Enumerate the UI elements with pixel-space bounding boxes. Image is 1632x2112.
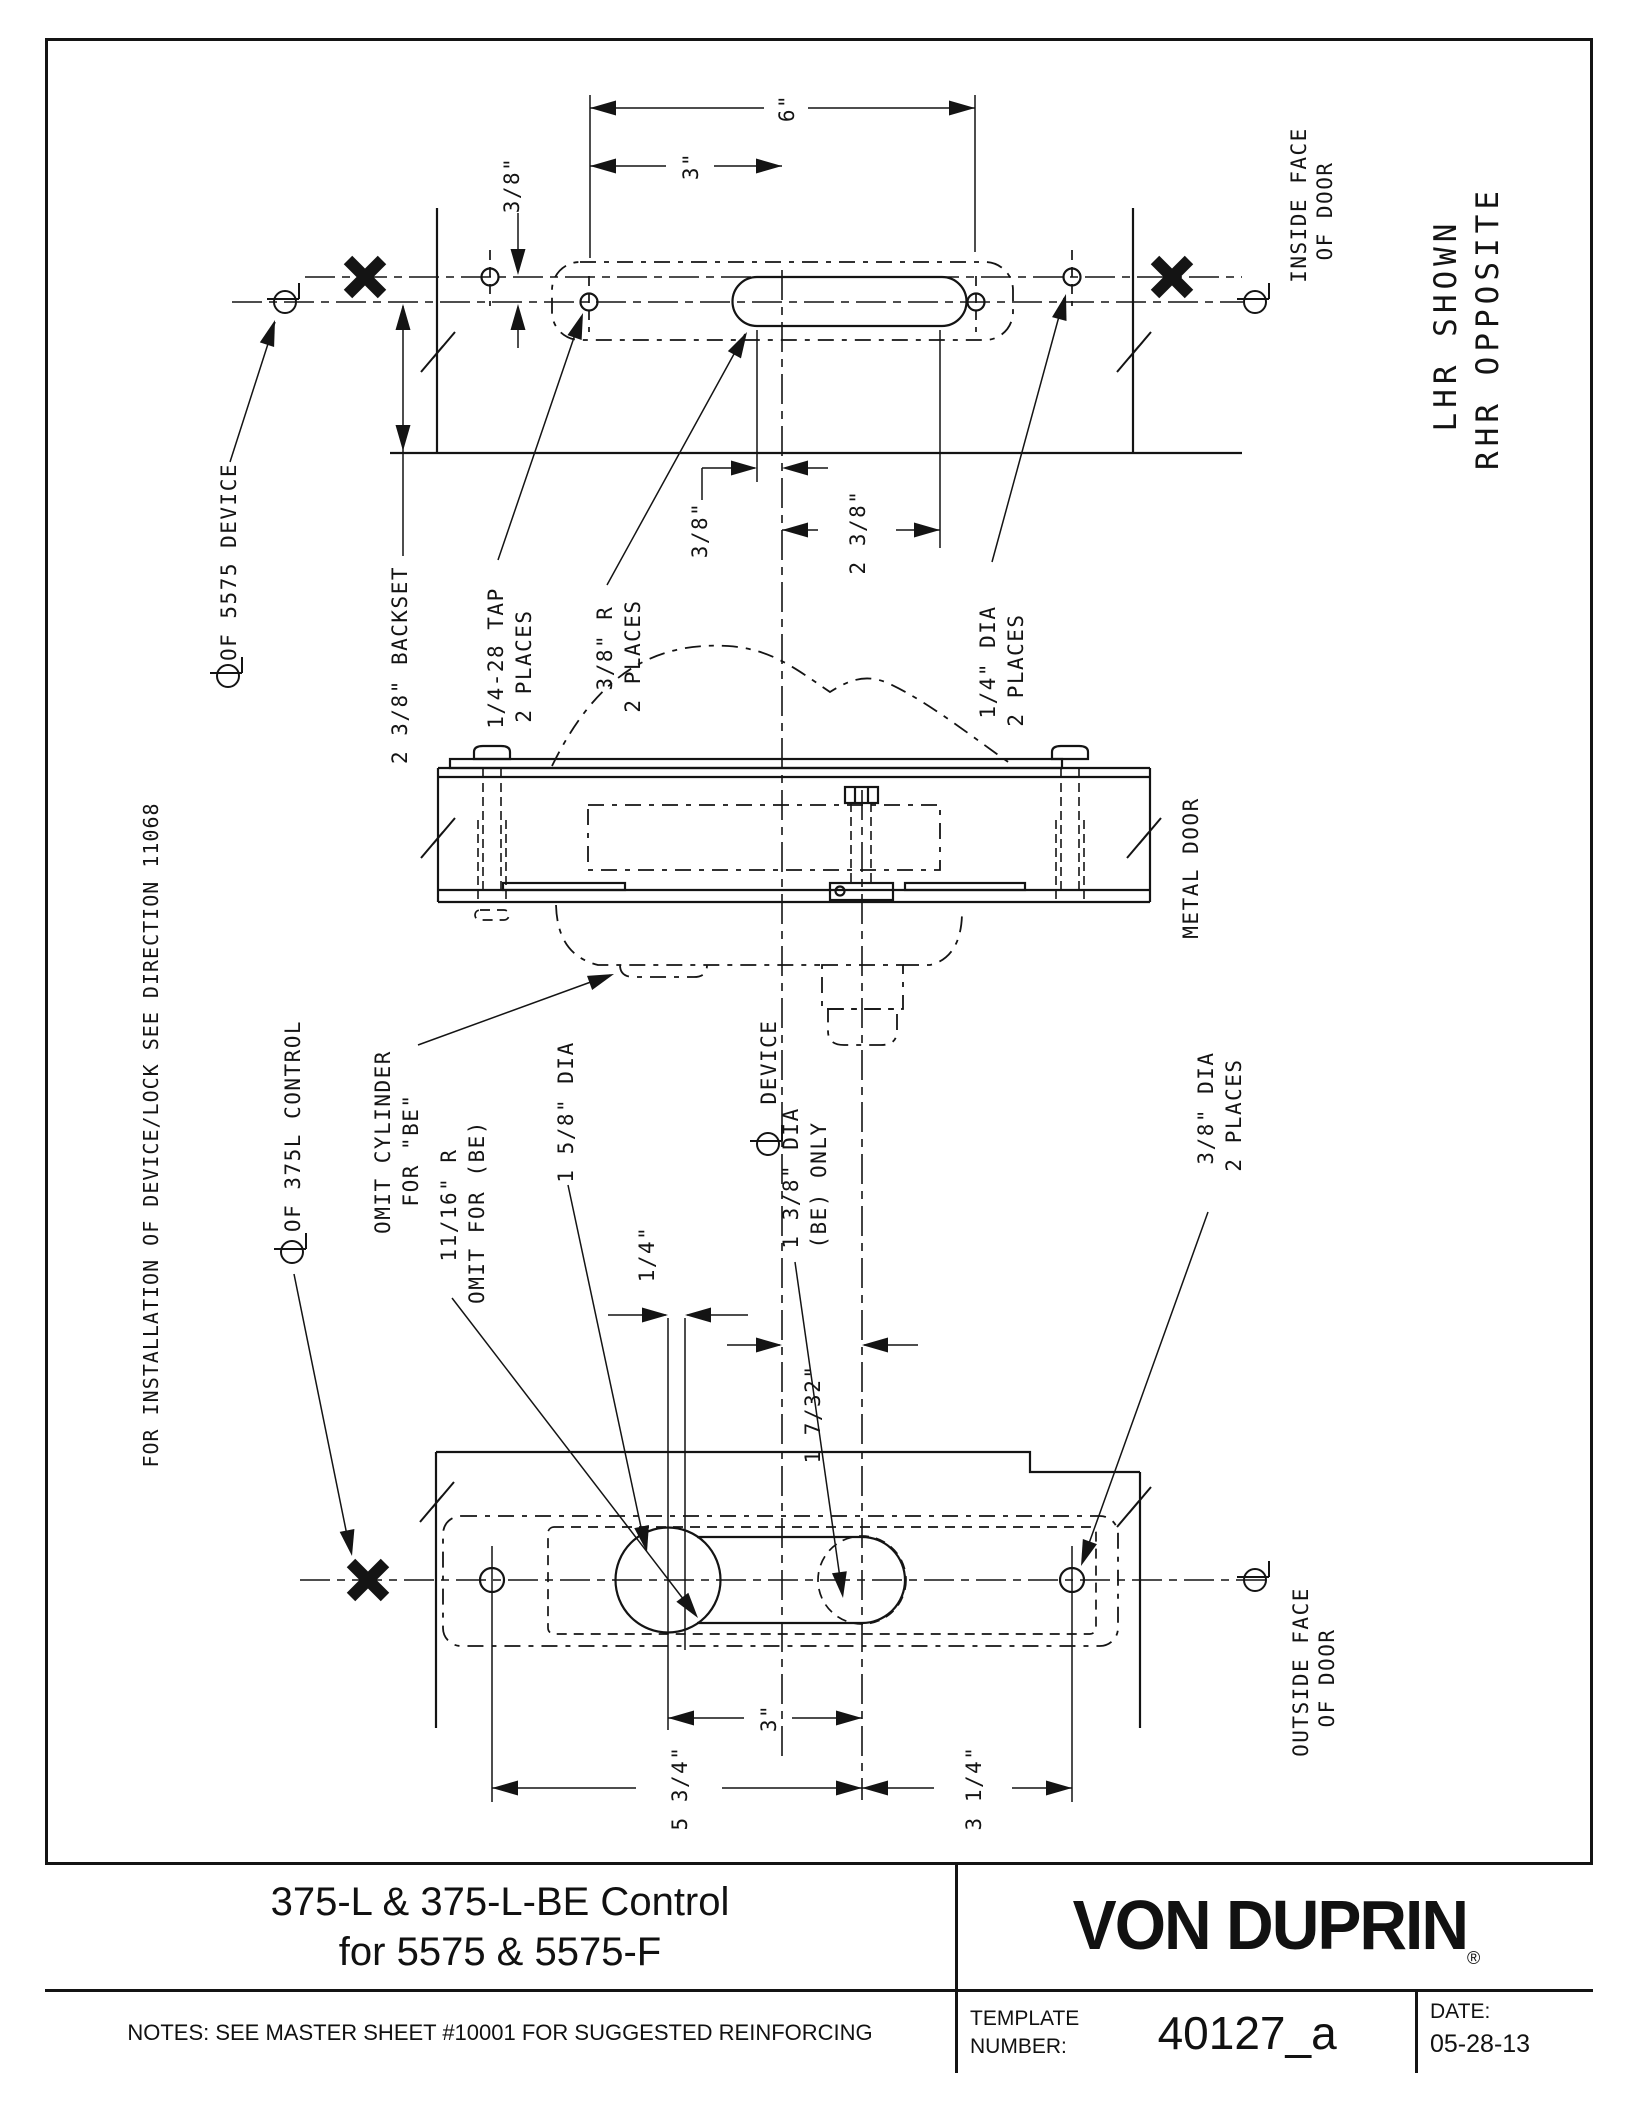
notes-text: NOTES: SEE MASTER SHEET #10001 FOR SUGGE… (127, 2019, 873, 2045)
date-value: 05-28-13 (1430, 2030, 1531, 2058)
sheet-title-line2: for 5575 & 5575-F (338, 1930, 662, 1974)
label-inside-face: INSIDE FACE (1287, 127, 1311, 283)
date-cell: DATE: 05-28-13 (1415, 1989, 1593, 2073)
label-1-3-8-dia: 1 3/8" DIA (779, 1107, 803, 1248)
label-11-16-r: 11/16" R (437, 1148, 461, 1261)
label-tap: 1/4-28 TAP (484, 587, 508, 728)
dim-3-8-offset: 3/8" (500, 157, 524, 214)
label-handing-1: LHR SHOWN (1428, 219, 1464, 432)
dim-5-3-4: 5 3/4" (668, 1746, 692, 1831)
label-inside-face-2: OF DOOR (1313, 161, 1337, 260)
label-1-3-8-dia-2: (BE) ONLY (807, 1121, 831, 1248)
label-11-16-r-2: OMIT FOR (BE) (465, 1120, 489, 1304)
middle-view-door-section: DEVICE METAL DOOR OMIT CYLINDER FOR "BE" (371, 270, 1203, 1800)
label-slot-radius: 3/8" R (593, 606, 617, 691)
dim-3in: 3" (679, 152, 703, 180)
label-metal-door: METAL DOOR (1179, 797, 1203, 938)
brand-logo: VON DUPRIN® (1072, 1885, 1481, 1969)
dim-3in-bottom: 3" (757, 1704, 781, 1732)
sheet-title-line1: 375-L & 375-L-BE Control (270, 1880, 730, 1924)
label-omit-cylinder-2: FOR "BE" (399, 1093, 423, 1206)
label-omit-cylinder: OMIT CYLINDER (371, 1050, 395, 1234)
template-number-cell: TEMPLATE NUMBER: 40127_a (955, 1989, 1415, 2073)
dim-1-4: 1/4" (635, 1226, 659, 1283)
centerline-symbol (266, 282, 300, 314)
dim-2-3-8: 2 3/8" (846, 490, 870, 575)
label-1-5-8-dia: 1 5/8" DIA (554, 1041, 578, 1182)
template-number-value: 40127_a (1157, 2006, 1337, 2059)
installation-note: FOR INSTALLATION OF DEVICE/LOCK SEE DIRE… (139, 802, 163, 1467)
registered-mark: ® (1467, 1947, 1480, 1969)
dim-6in: 6" (775, 94, 799, 122)
label-3-8-dia-2: 2 PLACES (1222, 1058, 1246, 1171)
bottom-view-outside-face: 1/4" 1 7/32" OF 375L CONTROL 11/16" R OM… (273, 1020, 1339, 1831)
label-tap-2: 2 PLACES (512, 609, 536, 722)
brand-cell: VON DUPRIN® (955, 1865, 1593, 1989)
label-cl-375l: OF 375L CONTROL (281, 1020, 305, 1232)
top-view-inside-face: 6" 3" 3/8" (209, 94, 1506, 764)
notes-cell: NOTES: SEE MASTER SHEET #10001 FOR SUGGE… (45, 1989, 955, 2073)
label-thru-dia-2: 2 PLACES (1004, 613, 1028, 726)
label-outside-face: OUTSIDE FACE (1289, 1587, 1313, 1757)
label-thru-dia: 1/4" DIA (976, 605, 1000, 718)
label-outside-face-2: OF DOOR (1315, 1628, 1339, 1727)
template-number-label: TEMPLATE NUMBER: (970, 2007, 1080, 2058)
label-slot-radius-2: 2 PLACES (621, 599, 645, 712)
dim-3-8-slot: 3/8" (688, 502, 712, 559)
label-handing-2: RHR OPPOSITE (1470, 186, 1506, 470)
label-3-8-dia: 3/8" DIA (1194, 1051, 1218, 1164)
centerline-symbol (1236, 282, 1270, 314)
label-cl-device: DEVICE (757, 1020, 781, 1105)
dim-3-1-4: 3 1/4" (962, 1746, 986, 1831)
dim-backset: 2 3/8" BACKSET (388, 566, 412, 764)
title-block: 375-L & 375-L-BE Control for 5575 & 5575… (45, 1862, 1593, 2073)
title-cell: 375-L & 375-L-BE Control for 5575 & 5575… (45, 1865, 955, 1989)
date-label: DATE: (1430, 2000, 1491, 2023)
label-cl-5575-device: OF 5575 DEVICE (217, 463, 241, 661)
